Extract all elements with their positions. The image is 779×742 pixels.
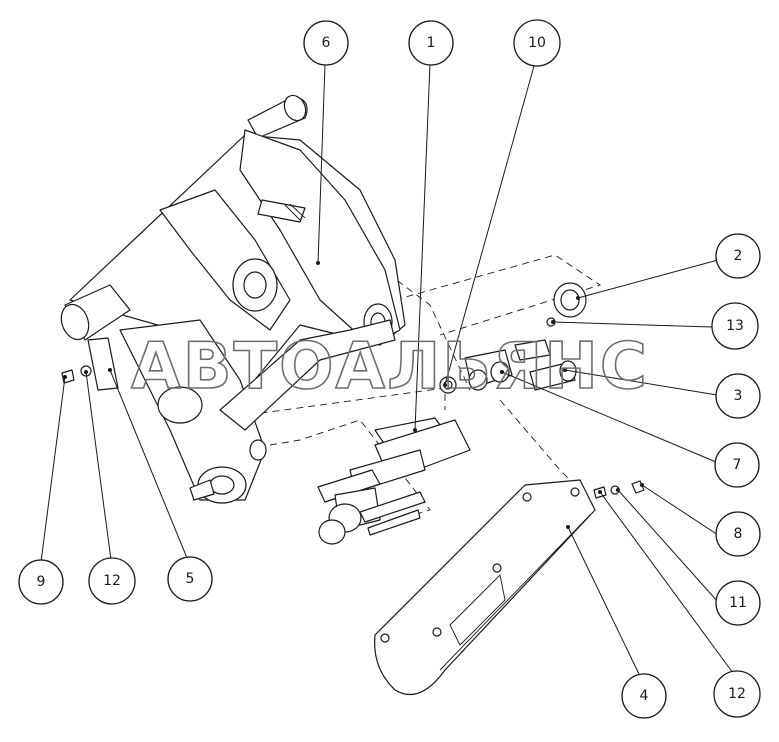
callout-label: 13 (726, 318, 744, 334)
callout-12-left: 12 (88, 557, 136, 605)
callout-label: 10 (528, 35, 546, 51)
callout-label: 5 (186, 571, 195, 587)
leader-dots (63, 261, 644, 529)
callout-label: 2 (734, 248, 743, 264)
callout-1: 1 (408, 20, 454, 66)
guard-cover (374, 479, 596, 696)
callout-label: 4 (640, 688, 649, 704)
callout-label: 8 (734, 526, 743, 542)
callout-12-right: 12 (713, 670, 761, 718)
callout-8: 8 (715, 511, 761, 557)
callout-11: 11 (715, 580, 761, 626)
callout-label: 9 (37, 574, 46, 590)
callout-13: 13 (711, 302, 759, 350)
callout-label: 12 (103, 573, 121, 589)
leader-lines (40, 63, 734, 675)
callout-label: 7 (733, 457, 742, 473)
cylinder (317, 417, 471, 545)
callout-9: 9 (18, 559, 64, 605)
callout-2: 2 (715, 233, 761, 279)
callout-3: 3 (715, 373, 761, 419)
callout-label: 3 (734, 388, 743, 404)
watermark: АВТОАЛЬЯНС (131, 330, 649, 404)
callout-10: 10 (513, 19, 561, 67)
callout-5: 5 (167, 556, 213, 602)
bracket-assembly (60, 94, 406, 504)
callout-label: 6 (322, 35, 331, 51)
callout-7: 7 (714, 442, 760, 488)
callout-label: 1 (427, 35, 436, 51)
callout-label: 11 (729, 595, 747, 611)
callout-4: 4 (621, 673, 667, 719)
callout-label: 12 (728, 686, 746, 702)
callout-6: 6 (303, 20, 349, 66)
